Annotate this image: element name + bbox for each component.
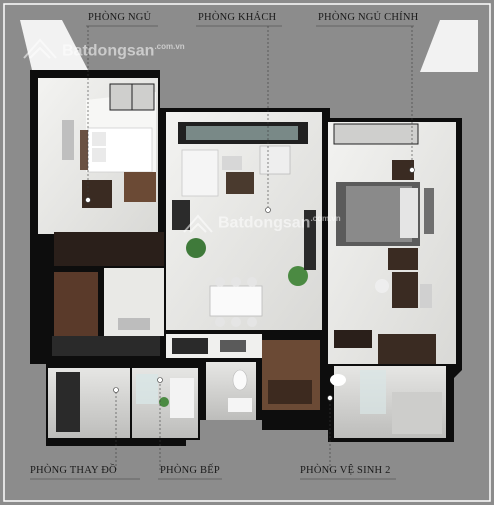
watermark-brand-top: Batdongsan.com.vn <box>62 42 185 60</box>
living-sofa <box>181 149 219 197</box>
right-balcony-wing <box>420 20 478 72</box>
label-phong-thay-do: PHÒNG THAY ĐỒ <box>30 465 117 476</box>
label-leader-lines <box>30 26 413 480</box>
label-phong-khach: PHÒNG KHÁCH <box>198 12 277 23</box>
master-window <box>333 123 419 145</box>
watermark-brand-center: Batdongsan.com.vn <box>218 214 341 232</box>
left-balcony-wing <box>20 20 88 70</box>
watermark-logo-icon-center <box>183 214 213 233</box>
living-plant <box>186 238 206 258</box>
dining-table <box>209 285 263 317</box>
watermark-logo-icon <box>23 38 57 59</box>
label-phong-bep: PHÒNG BẾP <box>160 465 220 476</box>
label-phong-ngu-chinh: PHÒNG NGỦ CHÍNH <box>318 12 419 23</box>
label-phong-ve-sinh-2: PHÒNG VỆ SINH 2 <box>300 465 391 476</box>
label-phong-ngu: PHÒNG NGỦ <box>88 12 152 23</box>
